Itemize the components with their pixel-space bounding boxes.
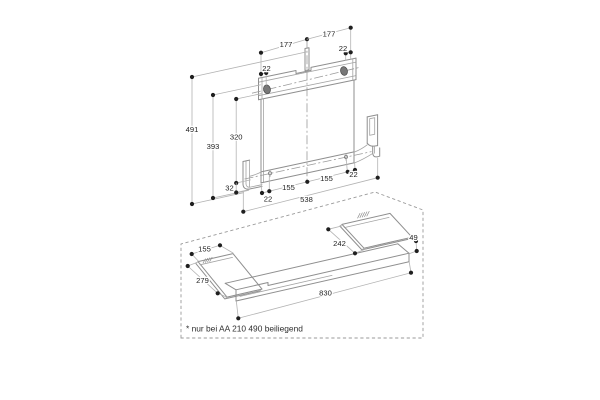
lower-diagram: 155 279 242 49 830 * nur bei AA 210 490 …	[180, 191, 424, 339]
dim-label: 279	[196, 276, 209, 285]
dimension-393: 393	[205, 92, 221, 201]
dim-label-22-right: 22	[349, 170, 357, 179]
dimension-279: 279	[185, 263, 220, 296]
rail-hole-left	[263, 84, 271, 95]
lower-extension-lines	[187, 225, 418, 319]
cover-bar	[224, 243, 410, 302]
right-plate-vent-slot	[357, 210, 370, 219]
dimension-830: 830	[236, 270, 414, 321]
dim-label: 22	[262, 64, 270, 73]
dim-label: 49	[409, 233, 417, 242]
dim-label: 393	[207, 142, 220, 151]
flange-center-line	[244, 151, 372, 180]
dimension-49: 49	[408, 232, 419, 254]
dashed-boundary	[180, 191, 424, 339]
dimension-32: 32	[224, 182, 239, 195]
upper-extension-lines	[191, 27, 379, 213]
dimension-177-right: 177	[306, 25, 353, 40]
left-plate	[195, 253, 263, 300]
dimension-538: 538	[241, 175, 380, 214]
dim-label: 491	[186, 125, 199, 134]
back-panel	[244, 79, 372, 184]
dim-label: 538	[300, 195, 313, 204]
screw-hole-left	[268, 169, 272, 178]
dim-label: 320	[230, 133, 243, 142]
right-plate	[339, 210, 413, 251]
dim-label: 177	[280, 40, 293, 49]
rail-hole-right	[340, 66, 348, 76]
dim-label: 22	[339, 44, 347, 53]
dim-label-155-right: 155	[320, 174, 333, 183]
dimension-491: 491	[184, 74, 200, 207]
dimension-242: 242	[326, 227, 358, 256]
left-bracket	[242, 159, 263, 190]
dim-label-22-left: 22	[264, 195, 272, 204]
dim-label-155-left: 155	[282, 183, 295, 192]
dimension-22-top-right: 22	[337, 43, 353, 56]
dim-label: 32	[225, 184, 233, 193]
dimension-320: 320	[229, 96, 244, 186]
footnote: * nur bei AA 210 490 beiliegend	[186, 324, 303, 334]
left-plate-vent-slot	[202, 256, 213, 264]
dim-label: 242	[333, 239, 346, 248]
dim-label: 177	[323, 30, 336, 39]
dim-label: 155	[198, 245, 211, 254]
dimension-22-top-left: 22	[258, 63, 272, 77]
upper-diagram: 177 177 22 22 491 393	[184, 25, 381, 214]
dimension-155-plate: 155	[189, 243, 223, 257]
dimension-177-left: 177	[258, 37, 310, 55]
right-bracket	[353, 114, 381, 164]
center-hanger-tab	[304, 47, 310, 72]
dim-label: 830	[319, 289, 332, 298]
dimension-row-bottom: 155 155 22 22	[259, 167, 359, 205]
